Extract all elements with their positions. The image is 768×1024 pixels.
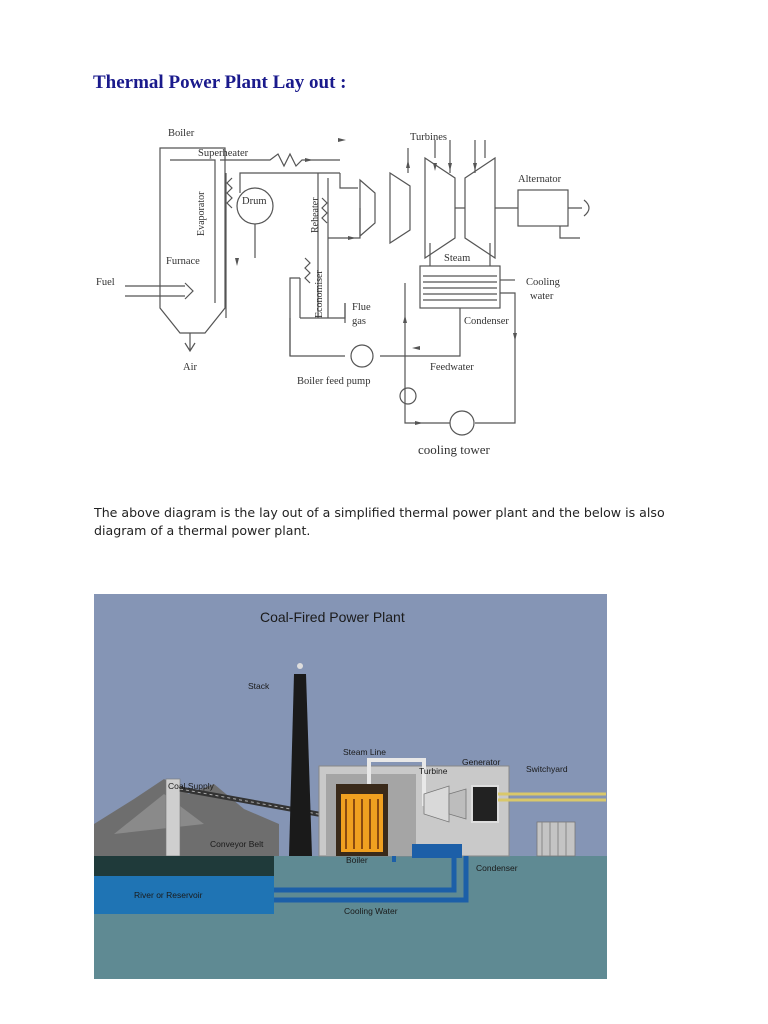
- lp-turbine-left: [424, 156, 456, 260]
- label-feedwater: Feedwater: [430, 362, 474, 373]
- label-cooling: Cooling: [526, 277, 561, 288]
- label-gas: gas: [352, 316, 366, 327]
- page-title: Thermal Power Plant Lay out :: [93, 72, 347, 93]
- label-condenser: Condenser: [476, 863, 518, 873]
- hp-turbine: [359, 178, 376, 238]
- label-furnace: Furnace: [166, 256, 200, 267]
- label-cooling-tower: cooling tower: [418, 442, 491, 457]
- label-water: water: [530, 291, 554, 302]
- label-cooling-water: Cooling Water: [344, 906, 398, 916]
- description-paragraph: The above diagram is the lay out of a si…: [94, 505, 665, 538]
- coal-fired-plant-diagram: Coal-Fired Power Plant Stack Steam Line …: [94, 594, 607, 979]
- boiler-feed-pump: [350, 344, 374, 368]
- label-boiler: Boiler: [346, 855, 368, 865]
- cooling-loop: [404, 283, 516, 424]
- ip-turbine: [389, 171, 411, 245]
- label-drum: Drum: [242, 196, 267, 207]
- feedwater-line: [289, 277, 461, 357]
- label-condenser: Condenser: [464, 316, 509, 327]
- label-flue: Flue: [352, 302, 371, 313]
- cooling-water-pipe: [274, 856, 457, 893]
- label-steam: Steam: [444, 253, 470, 264]
- reheater-coil: [317, 173, 329, 318]
- power-line: [498, 792, 606, 802]
- lp-turbine-right: [464, 156, 496, 260]
- generator-box: [471, 785, 499, 823]
- turbine-shape: [423, 785, 450, 823]
- label-boiler: Boiler: [168, 128, 195, 139]
- label-coal-supply: Coal Supply: [168, 781, 215, 791]
- cooling-tower-pump: [449, 410, 475, 436]
- condenser-box: [419, 265, 501, 309]
- label-generator: Generator: [462, 757, 500, 767]
- thermal-plant-layout-diagram: Boiler Superheater Turbines Alternator E…: [96, 128, 590, 457]
- boiler-outline: [159, 147, 226, 334]
- label-fuel: Fuel: [96, 277, 115, 288]
- label-superheater: Superheater: [198, 148, 249, 159]
- stack-chimney: [289, 674, 312, 856]
- label-steam-line: Steam Line: [343, 747, 386, 757]
- switchyard: [536, 821, 576, 857]
- river: [94, 856, 274, 876]
- superheater-coil: [220, 152, 340, 168]
- condenser-box: [412, 844, 462, 858]
- coal-plant-title: Coal-Fired Power Plant: [260, 609, 405, 625]
- label-conveyor-belt: Conveyor Belt: [210, 839, 264, 849]
- label-air: Air: [183, 362, 198, 373]
- label-economiser: Economiser: [314, 270, 325, 318]
- label-turbine: Turbine: [419, 766, 448, 776]
- alternator-box: [517, 189, 569, 227]
- label-alternator: Alternator: [518, 174, 562, 185]
- label-evaporator: Evaporator: [196, 191, 207, 236]
- evaporator-coil: [225, 173, 233, 318]
- label-reheater: Reheater: [310, 197, 321, 233]
- label-turbines: Turbines: [410, 132, 447, 143]
- boiler-inner: [170, 159, 216, 303]
- label-river: River or Reservoir: [134, 890, 203, 900]
- label-switchyard: Switchyard: [526, 764, 568, 774]
- label-stack: Stack: [248, 681, 270, 691]
- fuel-pipe: [125, 282, 194, 300]
- label-boiler-feed-pump: Boiler feed pump: [297, 376, 370, 387]
